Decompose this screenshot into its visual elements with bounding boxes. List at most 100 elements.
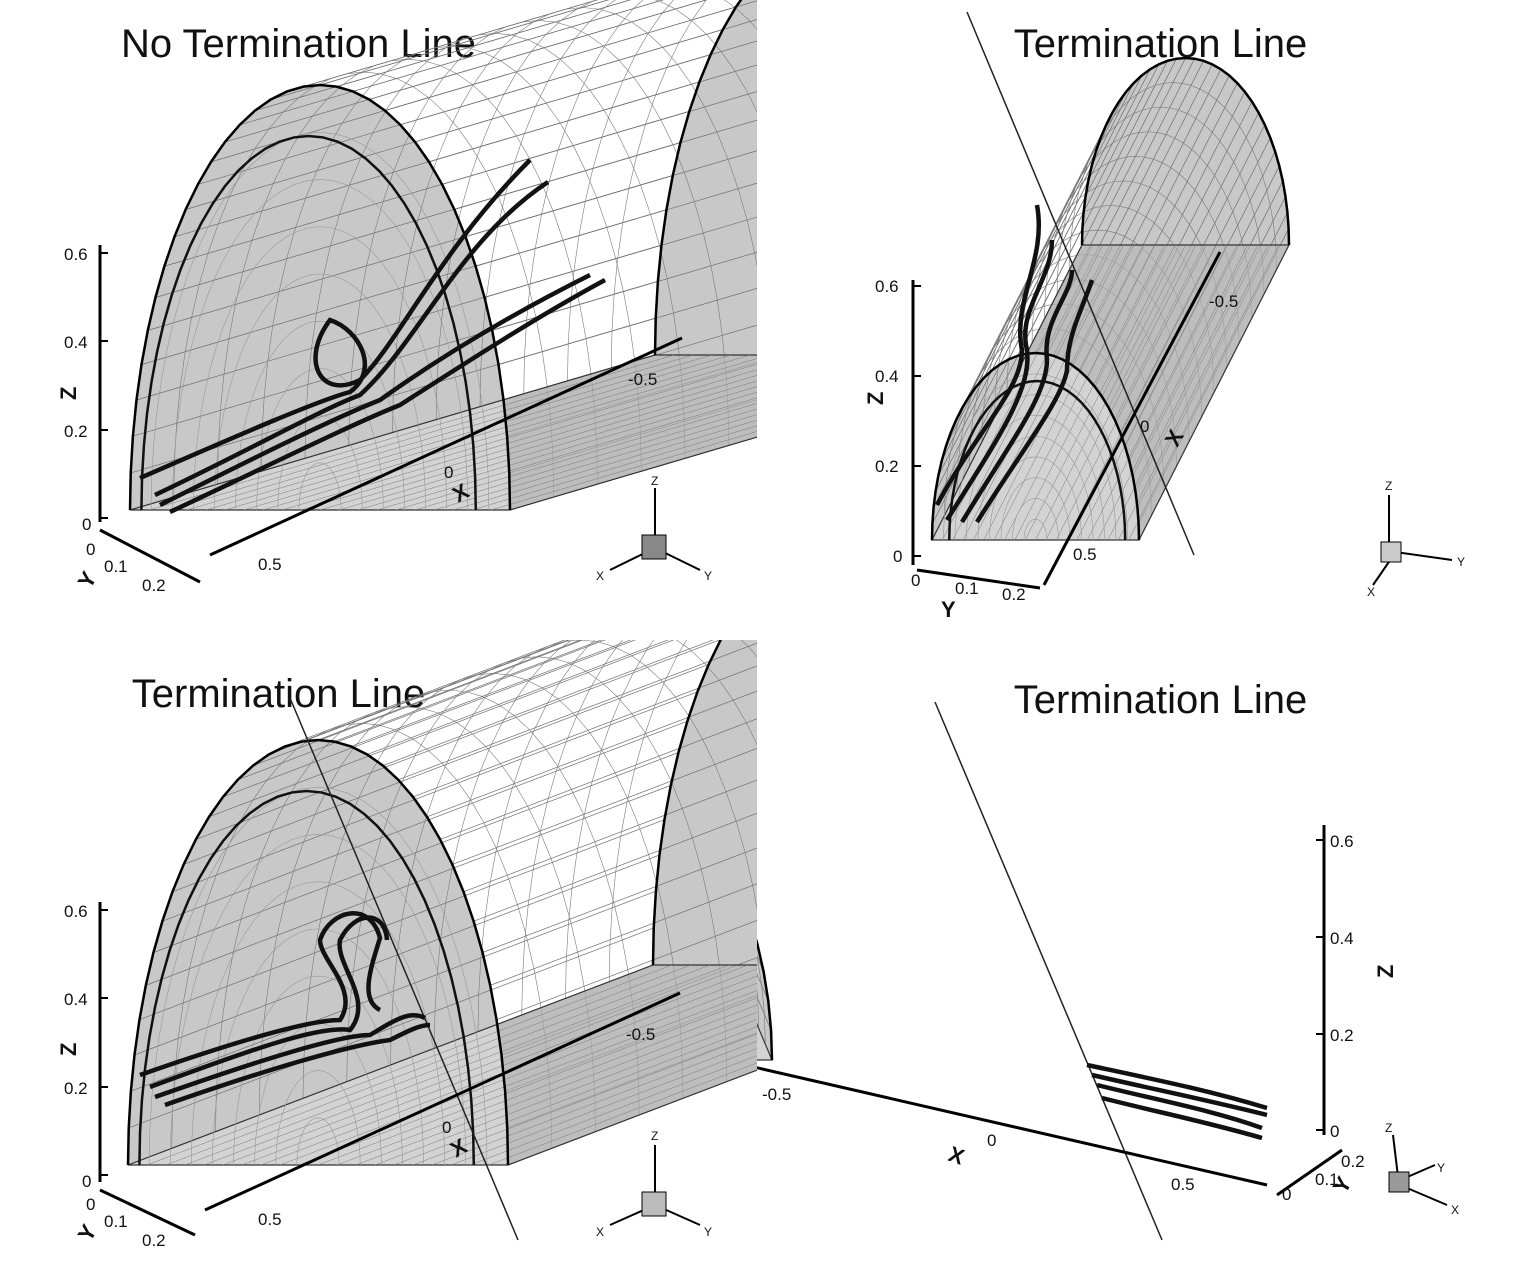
grid-ring bbox=[608, 640, 687, 982]
orientation-triad bbox=[609, 1145, 701, 1226]
triad-x-label: X bbox=[596, 1225, 604, 1239]
mesh-arc bbox=[277, 415, 363, 511]
grid-ring bbox=[217, 58, 598, 485]
y-tick-label: 0.1 bbox=[955, 579, 979, 598]
grid-line bbox=[319, 380, 757, 511]
z-axis-ticks bbox=[100, 909, 108, 1176]
grid-line bbox=[279, 983, 757, 1166]
x-tick-label: -0.5 bbox=[626, 1025, 655, 1044]
z-tick-label: 0.2 bbox=[1330, 1026, 1354, 1045]
streamline bbox=[158, 272, 592, 508]
mesh-arc bbox=[214, 273, 426, 511]
z-tick-label: 0 bbox=[1330, 1122, 1339, 1141]
streamlines bbox=[935, 204, 1095, 524]
grid-line bbox=[450, 1048, 757, 1166]
grid-line bbox=[1118, 244, 1269, 541]
z-axis-ticks bbox=[1316, 839, 1324, 1131]
streamline bbox=[1096, 1082, 1263, 1131]
y-tick-label: 0 bbox=[86, 1195, 95, 1214]
mesh-arc bbox=[989, 456, 1082, 541]
grid-ring bbox=[523, 0, 644, 394]
grid-line bbox=[336, 0, 632, 87]
front-edge bbox=[128, 83, 512, 511]
panel-title: Termination Line bbox=[1013, 678, 1308, 722]
grid-ring bbox=[477, 640, 757, 1032]
grid-ring bbox=[173, 71, 555, 498]
streamline bbox=[1086, 1062, 1268, 1111]
inner-edge bbox=[138, 789, 476, 1166]
grid-line bbox=[186, 354, 713, 511]
grid-ring bbox=[346, 656, 728, 1082]
grid-line bbox=[1128, 244, 1279, 541]
grid-ring bbox=[565, 640, 655, 999]
plot-3d-shell: 0.6 0.4 0.2 0 Z 0 0.1 0.2 Y 0.5 0 -0.5 X… bbox=[56, 640, 757, 1250]
grid-line bbox=[1097, 244, 1248, 541]
axis-frame bbox=[911, 251, 1222, 590]
y-axis-label: Y bbox=[941, 597, 956, 622]
triad-x-label: X bbox=[1451, 1203, 1459, 1217]
panel-top-left: No Termination Line 0.6 0.4 0.2 0 Z 0 0.… bbox=[0, 0, 757, 640]
mesh-arc bbox=[169, 834, 467, 1166]
grid-line bbox=[433, 414, 757, 511]
z-tick-label: 0.4 bbox=[64, 990, 88, 1009]
half-cylinder-shell bbox=[128, 0, 757, 511]
grid-ring bbox=[1044, 131, 1252, 319]
grid-ring bbox=[392, 7, 757, 433]
grid-ring bbox=[171, 723, 553, 1149]
z-tick-label: 0.2 bbox=[875, 457, 899, 476]
grid-line bbox=[224, 354, 751, 511]
panel-title: Termination Line bbox=[131, 672, 426, 716]
z-tick-label: 0.6 bbox=[875, 277, 899, 296]
grid-ring bbox=[433, 640, 757, 1049]
grid-line bbox=[165, 964, 692, 1166]
streamline bbox=[139, 911, 383, 1078]
panel-top-right: Termination Line 0.6 0.4 0.2 0 Z 0 0.1 0… bbox=[757, 0, 1514, 640]
z-axis-label: Z bbox=[1373, 965, 1398, 978]
triad-y-label: Y bbox=[1437, 1161, 1445, 1175]
grid-ring bbox=[304, 33, 686, 459]
grid-line bbox=[376, 397, 757, 511]
grid-line bbox=[303, 0, 599, 87]
grid-line bbox=[1055, 244, 1207, 541]
axis-frame bbox=[98, 902, 681, 1237]
y-axis-label: Y bbox=[73, 1220, 102, 1245]
mesh-arc bbox=[296, 1117, 340, 1166]
mesh-arc bbox=[233, 975, 403, 1166]
z-tick-label: 0.4 bbox=[64, 333, 88, 352]
x-tick-label: 0.5 bbox=[1171, 1175, 1195, 1194]
orientation-triad bbox=[609, 488, 701, 571]
grid-line bbox=[298, 990, 757, 1166]
back-edge bbox=[653, 0, 743, 356]
x-axis-line bbox=[1042, 251, 1222, 586]
grid-ring bbox=[258, 689, 640, 1116]
streamlines bbox=[139, 158, 607, 515]
z-tick-label: 0.6 bbox=[64, 902, 88, 921]
y-tick-label: 0.2 bbox=[1002, 585, 1026, 604]
y-tick-label: 0.2 bbox=[142, 576, 166, 595]
x-tick-label: -0.5 bbox=[628, 370, 657, 389]
axis-frame bbox=[757, 825, 1343, 1197]
z-axis-label: Z bbox=[56, 1043, 81, 1056]
panel-bottom-right: Termination Line 0.6 0.4 0.2 0 Z 0 0.1 0… bbox=[757, 640, 1514, 1280]
panel-title: Termination Line bbox=[1013, 22, 1308, 66]
x-tick-label: -0.5 bbox=[1209, 292, 1238, 311]
mesh-arc bbox=[1000, 477, 1071, 541]
grid-line bbox=[488, 1062, 757, 1166]
x-tick-label: 0 bbox=[1140, 417, 1149, 436]
grid-line bbox=[205, 354, 732, 511]
grid-line bbox=[374, 1019, 757, 1166]
shell-surface bbox=[757, 942, 772, 1060]
grid-line bbox=[146, 964, 673, 1166]
grid-line bbox=[452, 419, 757, 511]
grid-line bbox=[300, 375, 757, 511]
streamline bbox=[149, 915, 390, 1090]
grid-line bbox=[1035, 244, 1186, 541]
front-edge bbox=[126, 738, 510, 1166]
z-tick-label: 0.4 bbox=[1330, 929, 1354, 948]
streamline bbox=[960, 269, 1075, 524]
streamlines bbox=[1086, 1062, 1268, 1141]
front-edge bbox=[930, 351, 1141, 541]
grid-line bbox=[412, 1033, 757, 1166]
x-tick-label: 0 bbox=[444, 463, 453, 482]
y-axis-label: Y bbox=[73, 567, 102, 592]
